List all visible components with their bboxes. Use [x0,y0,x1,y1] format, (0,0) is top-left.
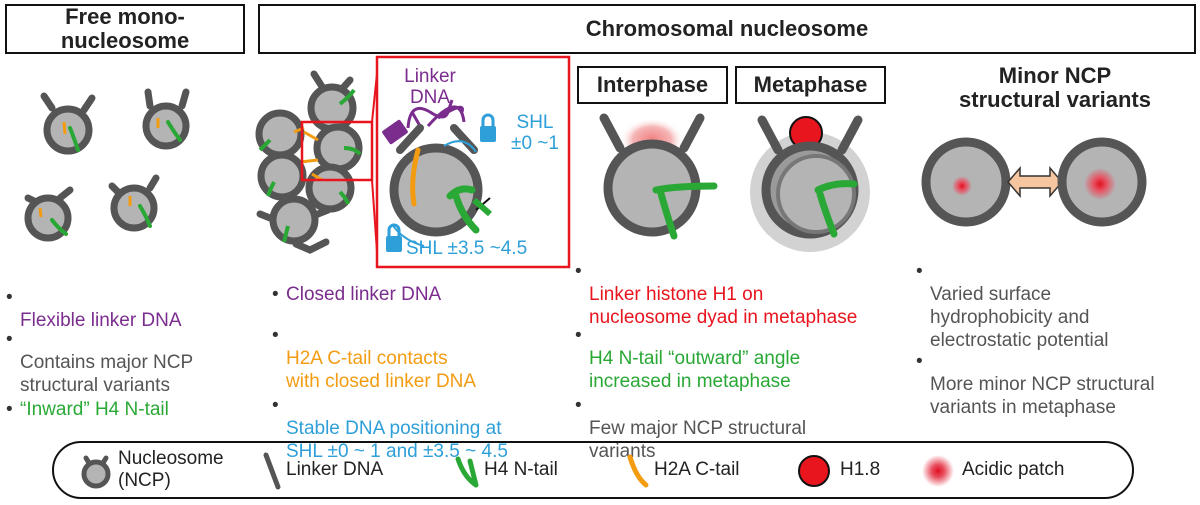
bullet-text: “Inward” H4 N-tail [20,399,169,420]
legend-h4-label: H4 N-tail [484,459,558,480]
chromatin-cluster [255,63,379,267]
bullet-dot: • [916,351,923,372]
bullet-dot: • [575,325,582,346]
bullet-text: Linker histone H1 on nucleosome dyad in … [589,284,858,328]
linker-dna-legend-icon [263,452,281,490]
header-free-mononucleosome: Free mono- nucleosome [5,4,245,54]
bullet-phase-3: • Few major NCP structural variants [575,394,807,463]
legend-acidic-label: Acidic patch [962,459,1065,480]
legend-h2a-label: H2A C-tail [654,459,740,480]
inset-shl-top-label: SHL ±0 ~1 [511,112,559,154]
bullet-text: H2A C-tail contacts with closed linker D… [286,348,477,392]
legend: Nucleosome (NCP) Linker DNA H4 N-tail H2… [52,441,1134,499]
bullet-dot: • [916,261,923,282]
bullet-dot: • [272,395,279,416]
nucleosome-illustration [24,55,1147,269]
bullet-text: Flexible linker DNA [20,310,182,331]
bullet-dot: • [575,261,582,282]
free-nucleosome-4 [108,174,160,232]
bullet-text: More minor NCP structural variants in me… [930,374,1155,418]
header-chromosomal-nucleosome: Chromosomal nucleosome [258,4,1196,54]
bullet-dot: • [575,395,582,416]
bullet-text: Closed linker DNA [286,284,442,305]
bullet-dot: • [272,284,279,305]
acidic-patch-legend-icon [922,455,954,487]
interphase-nucleosome [599,113,718,240]
bullet-text: Contains major NCP structural variants [20,352,194,396]
header-metaphase: Metaphase [735,66,886,104]
bullet-dot: • [6,329,13,350]
bullet-dot: • [6,399,13,420]
bullet-free-2: • Contains major NCP structural variants [6,328,194,397]
minor-variant-a [921,137,1011,227]
bullet-minor-1: • Varied surface hydrophobicity and elect… [916,260,1109,352]
metaphase-nucleosome [750,115,870,252]
bullet-chrom-3: • Stable DNA positioning at SHL ±0 ~ 1 an… [272,394,508,463]
legend-nucleosome-label: Nucleosome (NCP) [118,448,224,491]
legend-h18-label: H1.8 [840,459,881,480]
bullet-minor-2: • More minor NCP structural variants in m… [916,350,1155,419]
h2a-tail-legend-icon [627,454,649,488]
bullet-free-3: • “Inward” H4 N-tail [6,398,169,421]
free-nucleosome-3 [24,186,74,242]
bullet-phase-2: • H4 N-tail “outward” angle increased in … [575,324,801,393]
inset-linker-dna-label: Linker DNA [404,66,456,108]
bullet-phase-1: • Linker histone H1 on nucleosome dyad in… [575,260,858,329]
bullet-text: H4 N-tail “outward” angle increased in m… [589,348,801,392]
free-nucleosome-1 [40,92,96,155]
bullet-text: Varied surface hydrophobicity and electr… [930,284,1109,351]
bullet-free-1: • Flexible linker DNA [6,286,182,332]
header-interphase: Interphase [577,66,728,104]
h1-8-legend-icon [798,455,830,487]
bullet-dot: • [272,325,279,346]
bullet-chrom-1: • Closed linker DNA [272,283,442,306]
inset-shl-bottom-label: SHL ±3.5 ~4.5 [406,238,528,259]
inset-zoom [375,55,571,269]
bullet-text: Stable DNA positioning at SHL ±0 ~ 1 and… [286,418,508,462]
bullet-dot: • [6,287,13,308]
header-minor-variants: Minor NCP structural variants [959,63,1151,112]
bullet-text: Few major NCP structural variants [589,418,807,462]
nucleosome-legend-icon [81,455,111,489]
bullet-chrom-2: • H2A C-tail contacts with closed linker … [272,324,477,393]
minor-variant-b [1057,137,1147,227]
variant-double-arrow [1007,165,1063,199]
legend-linker-label: Linker DNA [286,459,384,480]
free-nucleosome-2 [142,88,190,150]
h4-tail-legend-icon [455,456,479,488]
